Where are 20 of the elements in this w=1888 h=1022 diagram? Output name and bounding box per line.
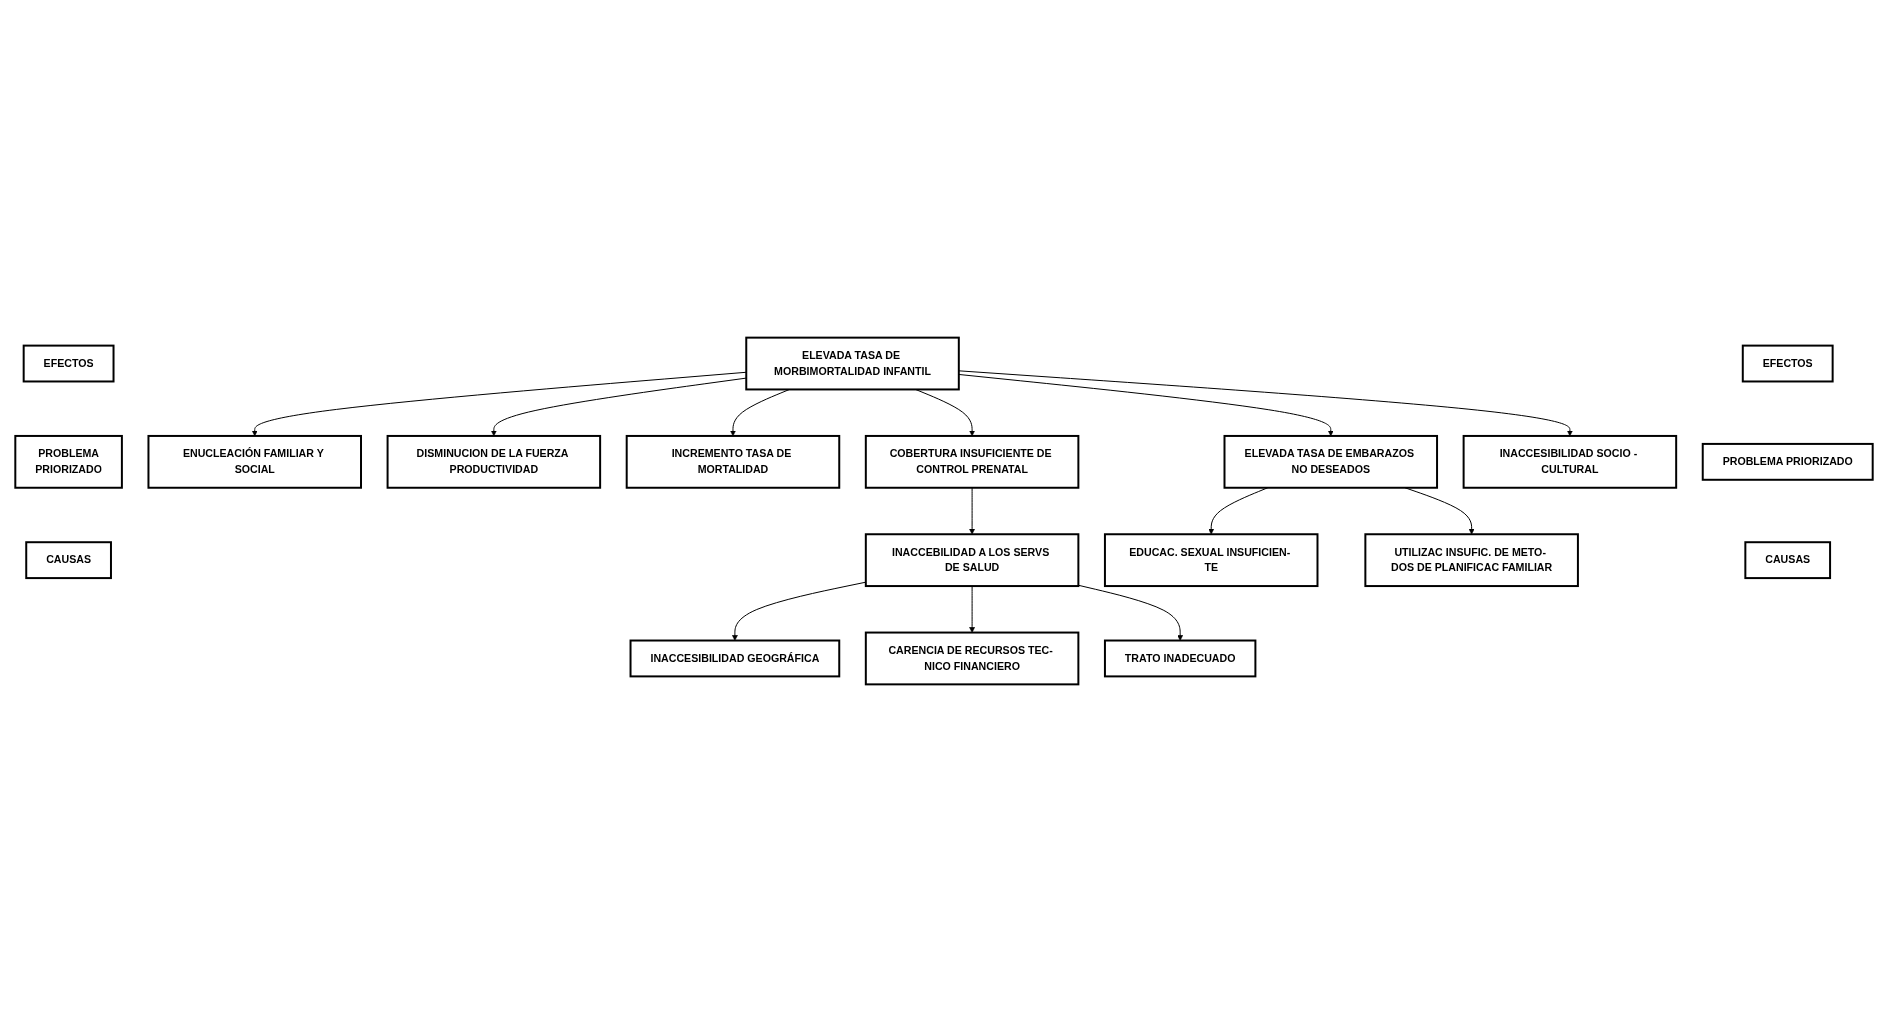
node-box: EFECTOS <box>1741 344 1834 383</box>
node-box: CARENCIA DE RECURSOS TEC- NICO FINANCIERO <box>864 631 1080 686</box>
node-box: INACCESIBILIDAD GEOGRÁFICA <box>629 639 841 678</box>
node-box: INACCESIBILIDAD SOCIO - CULTURAL <box>1462 434 1678 489</box>
node-box: INACCEBILIDAD A LOS SERVS DE SALUD <box>864 533 1080 588</box>
node-box: EFECTOS <box>22 344 115 383</box>
node-box: CAUSAS <box>1744 541 1832 580</box>
arrow <box>915 388 975 437</box>
node-box: TRATO INADECUADO <box>1103 639 1257 678</box>
node-box: PROBLEMA PRIORIZADO <box>14 434 123 489</box>
node-box: COBERTURA INSUFICIENTE DE CONTROL PRENATAL <box>864 434 1080 489</box>
node-box: UTILIZAC INSUFIC. DE METO- DOS DE PLANIFICAC FAMILIAR <box>1364 533 1579 588</box>
node-box: EDUCAC. SEXUAL INSUFICIEN- TE <box>1103 533 1319 588</box>
node-box: ELEVADA TASA DE MORBIMORTALIDAD INFANTIL <box>745 336 960 391</box>
node-box: CAUSAS <box>25 541 112 580</box>
node-box: ELEVADA TASA DE EMBARAZOS NO DESEADOS <box>1223 434 1439 489</box>
node-box: INCREMENTO TASA DE MORTALIDAD <box>625 434 841 489</box>
node-box: DISMINUCION DE LA FUERZA PRODUCTIVIDAD <box>386 434 602 489</box>
node-box: PROBLEMA PRIORIZADO <box>1701 442 1874 481</box>
node-box: ENUCLEACIÓN FAMILIAR Y SOCIAL <box>147 434 362 489</box>
